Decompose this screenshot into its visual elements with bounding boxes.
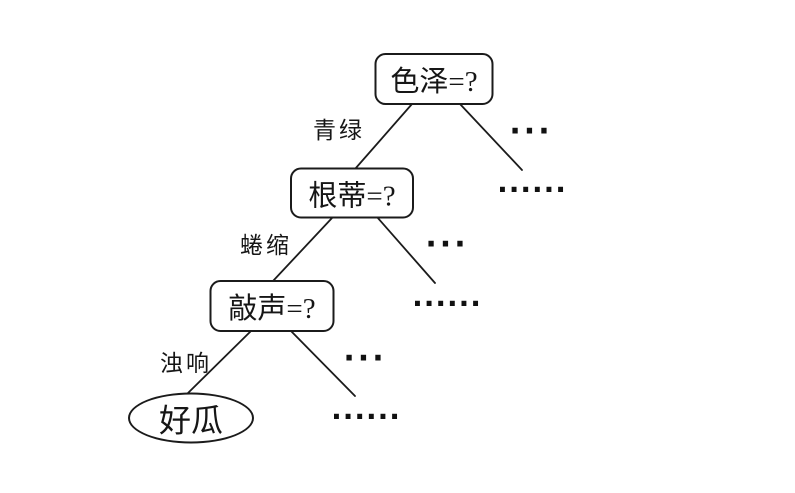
branch-line-knock-other [289, 329, 356, 397]
branch-line-color-other [459, 103, 523, 171]
branch-line-muffled [187, 329, 253, 394]
ellipsis-knock-branch-long: ······ [331, 400, 401, 433]
branch-line-root-other [376, 216, 436, 284]
decision-node-color: 色泽=? [374, 53, 494, 105]
leaf-node-good-melon: 好瓜 [128, 392, 254, 444]
branch-line-green [354, 103, 413, 170]
ellipsis-color-branch-short: ··· [509, 114, 553, 149]
decision-node-knock-sound: 敲声=? [209, 280, 335, 332]
branch-label-green: 青绿 [313, 118, 365, 143]
ellipsis-knock-branch-short: ··· [343, 341, 387, 376]
branch-label-muffled: 浊响 [160, 351, 212, 376]
decision-node-root: 根蒂=? [290, 167, 414, 219]
ellipsis-root-branch-short: ··· [425, 227, 469, 262]
ellipsis-root-branch-long: ······ [412, 287, 482, 320]
ellipsis-color-branch-long: ······ [497, 173, 567, 206]
branch-label-curled: 蜷缩 [240, 233, 292, 258]
branch-line-curled [272, 217, 333, 282]
